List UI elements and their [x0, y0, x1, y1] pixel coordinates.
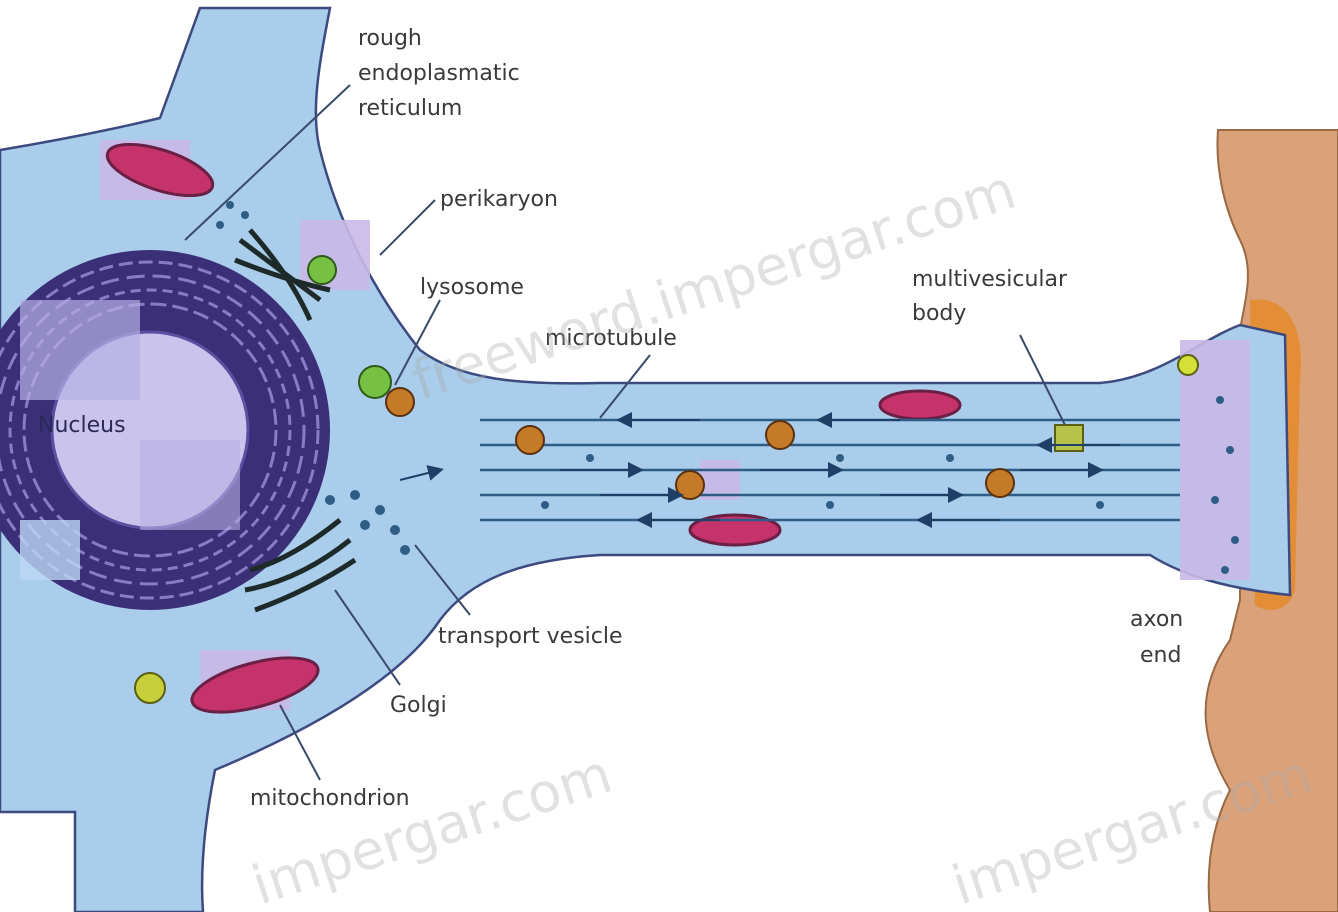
- svg-text:rough: rough: [358, 26, 422, 51]
- label-rough-er-line2: endoplasmatic: [358, 61, 520, 86]
- label-lysosome: lysosome: [420, 275, 524, 300]
- label-multivesicular-line2: body: [912, 301, 966, 326]
- svg-text:reticulum: reticulum: [358, 96, 462, 121]
- label-transport-vesicle: transport vesicle: [438, 624, 623, 649]
- label-rough-er-line1: rough: [358, 26, 422, 51]
- label-perikaryon: perikaryon: [440, 187, 558, 212]
- label-golgi: Golgi: [390, 693, 447, 718]
- watermark-2: impergar.com: [245, 742, 620, 912]
- svg-text:endoplasmatic: endoplasmatic: [358, 61, 520, 86]
- label-rough-er-line3: reticulum: [358, 96, 462, 121]
- label-nucleus: Nucleus: [38, 413, 126, 438]
- label-mitochondrion: mitochondrion: [250, 786, 410, 811]
- label-axon-end-line1: axon: [1130, 607, 1183, 632]
- label-multivesicular-line1: multivesicular: [912, 267, 1068, 292]
- label-axon-end-line2: end: [1140, 643, 1181, 668]
